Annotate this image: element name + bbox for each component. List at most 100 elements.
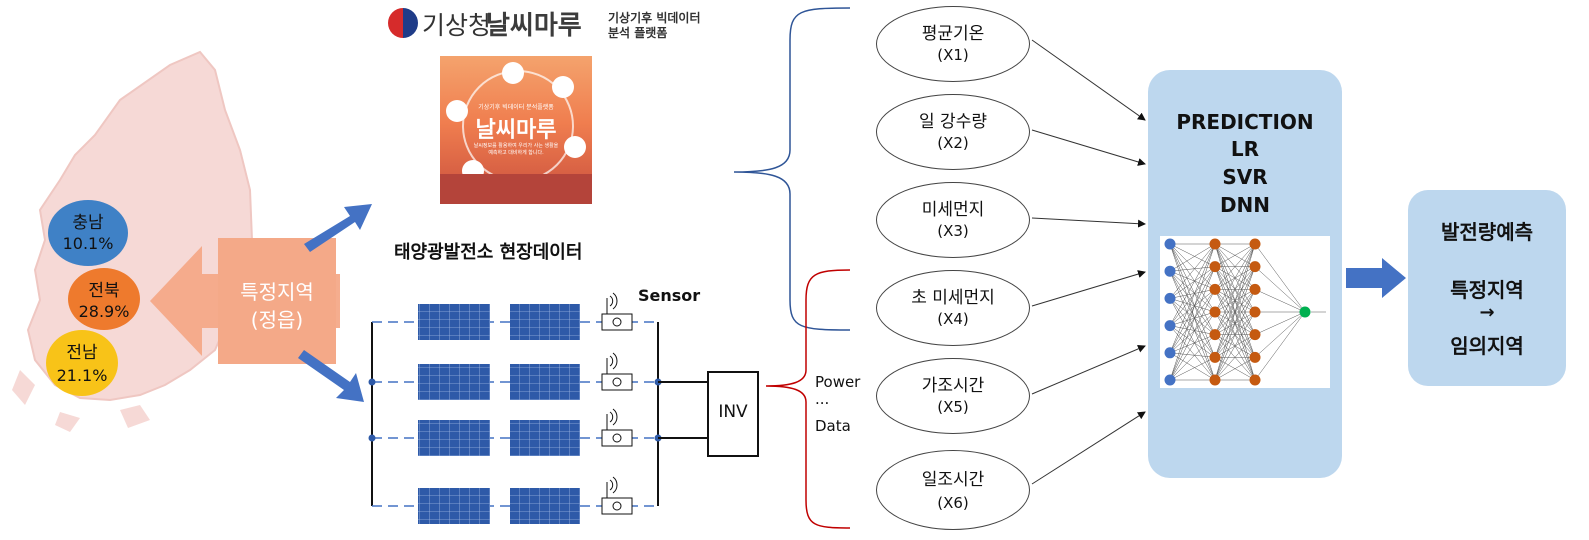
nn-node bbox=[1209, 351, 1221, 363]
nn-link bbox=[1214, 357, 1256, 381]
nn-link bbox=[1169, 298, 1216, 381]
nn-link bbox=[1169, 334, 1216, 381]
nn-link bbox=[1169, 266, 1216, 299]
nn-node bbox=[1249, 329, 1261, 341]
nn-node bbox=[1209, 374, 1221, 386]
specific-region-box bbox=[218, 238, 336, 364]
nn-link bbox=[1169, 243, 1216, 313]
nn-link bbox=[1169, 311, 1216, 381]
model-title: PREDICTION bbox=[1176, 110, 1314, 134]
nn-node bbox=[1164, 265, 1176, 277]
power-data-label-1: Power bbox=[815, 373, 861, 391]
nn-node bbox=[1209, 283, 1221, 295]
variable-code-x5: (X5) bbox=[937, 398, 969, 416]
nn-link bbox=[1169, 271, 1216, 313]
nn-node bbox=[1209, 261, 1221, 273]
panel-row-3 bbox=[368, 408, 662, 456]
nn-link bbox=[1169, 266, 1216, 381]
nn-node bbox=[1164, 320, 1176, 332]
nn-link bbox=[1169, 352, 1216, 358]
nn-link bbox=[1169, 243, 1216, 353]
nn-link bbox=[1169, 289, 1216, 381]
variable-code-x2: (X2) bbox=[937, 134, 969, 152]
output-arrow: → bbox=[1479, 302, 1495, 323]
nn-link bbox=[1214, 243, 1256, 290]
poster-desc-2: 예측하고 대비하게 합니다. bbox=[488, 150, 544, 156]
nn-link bbox=[1169, 243, 1216, 272]
region-name-jeonnam: 전남 bbox=[66, 343, 98, 363]
nn-link bbox=[1214, 243, 1256, 335]
nn-link bbox=[1169, 243, 1216, 381]
variable-ellipse-x1: 평균기온 (X1) bbox=[876, 6, 1030, 82]
specific-region-sublabel: (정읍) bbox=[250, 308, 304, 332]
nn-link bbox=[1169, 266, 1216, 353]
variable-code-x4: (X4) bbox=[937, 310, 969, 328]
nn-link bbox=[1254, 243, 1306, 313]
region-share-jeonbuk: 28.9% bbox=[78, 302, 130, 321]
power-data-label-2: ... bbox=[815, 390, 830, 408]
variable-connectors bbox=[1031, 39, 1146, 485]
nn-node bbox=[1209, 329, 1221, 341]
nn-link bbox=[1214, 243, 1256, 267]
nn-link bbox=[1169, 325, 1216, 358]
region-share-chungnam: 10.1% bbox=[62, 234, 114, 253]
kma-tagline-2: 분석 플랫폼 bbox=[608, 26, 668, 40]
poster-icon-plant bbox=[564, 136, 586, 158]
panel-row-4 bbox=[372, 476, 658, 524]
output-from: 특정지역 bbox=[1450, 278, 1524, 302]
nn-node bbox=[1249, 261, 1261, 273]
nn-link bbox=[1254, 289, 1306, 313]
variable-name-x2: 일 강수량 bbox=[919, 112, 987, 132]
solar-site-diagram bbox=[368, 292, 759, 524]
nn-link bbox=[1169, 311, 1216, 353]
output-box bbox=[1408, 190, 1566, 386]
nn-link bbox=[1254, 311, 1306, 335]
nn-link bbox=[1214, 243, 1256, 381]
kma-tagline-1: 기상기후 빅데이터 bbox=[608, 11, 701, 25]
output-title: 발전량예측 bbox=[1441, 220, 1533, 244]
nn-link bbox=[1254, 311, 1306, 381]
nn-node bbox=[1249, 306, 1261, 318]
poster-icon-cloud bbox=[446, 100, 468, 122]
nn-node bbox=[1164, 347, 1176, 359]
site-data-title: 태양광발전소 현장데이터 bbox=[394, 242, 583, 263]
platform-poster: 기상기후 빅데이터 분석플랫폼 날씨마루 날씨정보를 활용하여 우리가 사는 생… bbox=[440, 56, 592, 204]
variable-code-x1: (X1) bbox=[937, 46, 969, 64]
nn-link bbox=[1169, 334, 1216, 354]
variable-ellipse-x3: 미세먼지 (X3) bbox=[876, 182, 1030, 258]
variable-code-x3: (X3) bbox=[937, 222, 969, 240]
variable-name-x4: 초 미세먼지 bbox=[911, 288, 995, 308]
neural-network-diagram bbox=[1160, 236, 1330, 388]
sensor-label: Sensor bbox=[638, 286, 701, 305]
poster-icon-car bbox=[552, 76, 574, 98]
variable-name-x1: 평균기온 bbox=[921, 24, 985, 44]
panel-row-1 bbox=[372, 292, 658, 340]
panel-row-2 bbox=[368, 352, 662, 400]
region-share-jeonnam: 21.1% bbox=[56, 366, 108, 385]
nn-node bbox=[1249, 238, 1261, 250]
nn-link bbox=[1169, 311, 1216, 326]
nn-node bbox=[1209, 238, 1221, 250]
region-circle-jeonnam bbox=[46, 330, 118, 396]
arrow-to-site bbox=[298, 350, 364, 402]
arrow-to-output bbox=[1346, 258, 1406, 298]
arrow-to-platform bbox=[304, 204, 372, 252]
nn-node bbox=[1249, 283, 1261, 295]
power-data-label-3: Data bbox=[815, 417, 851, 435]
variable-ellipse-x2: 일 강수량 (X2) bbox=[876, 94, 1030, 170]
variable-name-x3: 미세먼지 bbox=[921, 200, 985, 220]
brackets bbox=[733, 7, 851, 529]
nn-link bbox=[1214, 289, 1256, 381]
variable-ellipse-x6: 일조시간 (X6) bbox=[876, 450, 1030, 530]
region-circle-chungnam bbox=[48, 200, 128, 266]
nn-link bbox=[1169, 243, 1216, 326]
region-name-jeonbuk: 전북 bbox=[88, 281, 120, 301]
nn-link bbox=[1214, 266, 1256, 381]
nn-link bbox=[1169, 270, 1216, 290]
model-lr: LR bbox=[1230, 137, 1260, 161]
variable-ellipse-x4: 초 미세먼지 (X4) bbox=[876, 270, 1030, 346]
kma-brand-name: 날씨마루 bbox=[486, 11, 582, 41]
nn-node bbox=[1164, 292, 1176, 304]
region-circle-jeonbuk bbox=[68, 268, 140, 330]
poster-small-title: 기상기후 빅데이터 분석플랫폼 bbox=[478, 104, 554, 111]
